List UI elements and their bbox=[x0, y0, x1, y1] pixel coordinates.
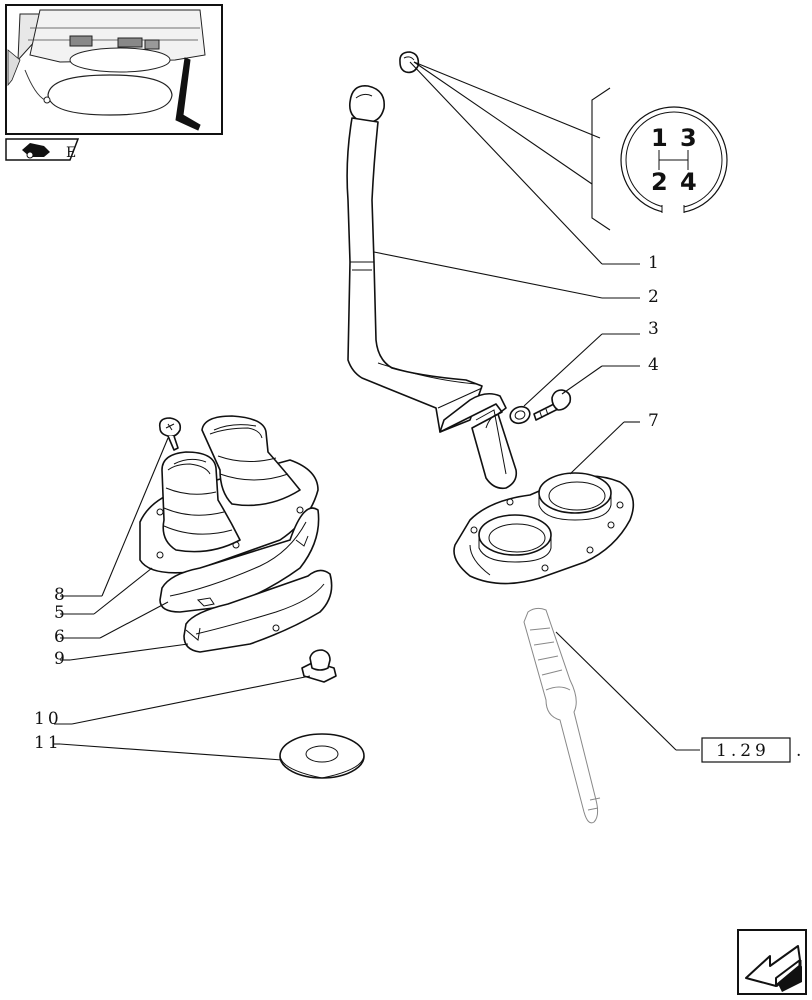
gear-label-top-right: 3 bbox=[680, 124, 697, 152]
tractor-section-icon bbox=[22, 143, 50, 159]
shift-shaft-reference[interactable] bbox=[523, 607, 601, 824]
callout-6[interactable]: 6 bbox=[54, 627, 68, 647]
callout-3[interactable]: 3 bbox=[648, 319, 662, 339]
grommet[interactable] bbox=[279, 733, 365, 779]
callout-7[interactable]: 7 bbox=[648, 411, 662, 431]
callout-5[interactable]: 5 bbox=[54, 603, 68, 623]
gear-label-bottom-right: 4 bbox=[680, 168, 697, 196]
callout-10[interactable]: 10 bbox=[34, 709, 62, 729]
leader-lines bbox=[54, 61, 700, 761]
boot-screw[interactable] bbox=[158, 417, 182, 451]
gear-lever[interactable] bbox=[346, 85, 518, 490]
gear-label-top-left: 1 bbox=[651, 124, 668, 152]
callout-8[interactable]: 8 bbox=[54, 585, 68, 605]
callout-4[interactable]: 4 bbox=[648, 355, 662, 375]
gear-label-bottom-left: 2 bbox=[651, 168, 668, 196]
callout-11[interactable]: 11 bbox=[34, 733, 62, 753]
cab-floor-illustration bbox=[7, 9, 206, 131]
gear-knob-small[interactable] bbox=[399, 51, 420, 74]
boot-frame[interactable] bbox=[183, 569, 333, 653]
section-tab-letter: E bbox=[66, 145, 76, 161]
callout-labels: 1 2 3 4 7 8 5 6 9 10 11 bbox=[34, 253, 662, 753]
speed-nut[interactable] bbox=[301, 649, 337, 683]
boot-gasket[interactable] bbox=[159, 507, 320, 613]
reference-suffix: . bbox=[796, 741, 805, 761]
callout-9[interactable]: 9 bbox=[54, 649, 68, 669]
section-tab[interactable]: E bbox=[5, 138, 80, 161]
washer[interactable] bbox=[508, 404, 532, 426]
callout-2[interactable]: 2 bbox=[648, 287, 662, 307]
gear-pattern-detail: 1 3 2 4 bbox=[591, 87, 728, 231]
back-arrow-icon[interactable] bbox=[737, 929, 807, 995]
callout-1[interactable]: 1 bbox=[648, 253, 662, 273]
gear-lever-plate[interactable] bbox=[453, 472, 635, 585]
gear-lever-boot[interactable] bbox=[139, 415, 319, 574]
reference-box[interactable]: 1.29 . bbox=[701, 737, 805, 763]
reference-label: 1.29 bbox=[716, 741, 770, 761]
bolt[interactable] bbox=[533, 389, 572, 421]
location-thumbnail[interactable] bbox=[5, 4, 223, 135]
